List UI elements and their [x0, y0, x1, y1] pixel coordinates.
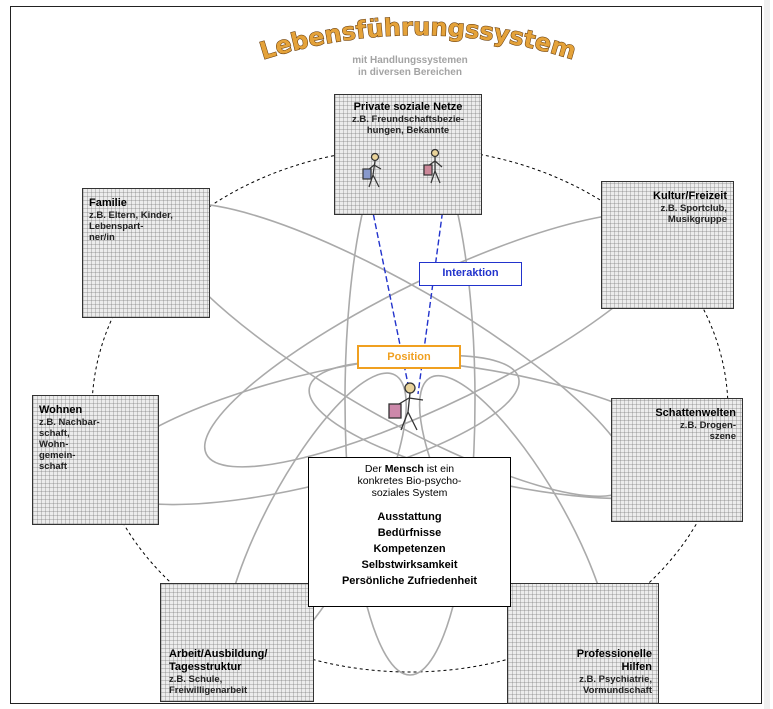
box-sub: z.B. Psychiatrie, Vormundschaft	[579, 674, 652, 696]
box-kultur-freizeit: Kultur/Freizeit z.B. Sportclub, Musikgru…	[601, 181, 734, 309]
box-sub: z.B. Freundschaftsbezie- hungen, Bekannt…	[352, 114, 464, 136]
intro-bold: Mensch	[384, 463, 424, 475]
box-sub: z.B. Nachbar- schaft, Wohn- gemein- scha…	[39, 417, 100, 472]
center-intro: Der Mensch ist ein konkretes Bio-psycho-…	[309, 463, 510, 499]
box-schattenwelten: Schattenwelten z.B. Drogen- szene	[611, 398, 743, 522]
interaktion-label: Interaktion	[419, 262, 522, 286]
box-wohnen: Wohnen z.B. Nachbar- schaft, Wohn- gemei…	[32, 395, 159, 525]
subtitle-line-1: mit Handlungssystemen	[352, 55, 468, 66]
box-familie: Familie z.B. Eltern, Kinder, Lebenspart-…	[82, 188, 210, 318]
center-box-mensch: Der Mensch ist ein konkretes Bio-psycho-…	[308, 457, 511, 607]
box-heading: Wohnen	[39, 404, 83, 416]
center-list: Ausstattung Bedürfnisse Kompetenzen Selb…	[309, 509, 510, 589]
position-label: Position	[357, 345, 461, 369]
center-item: Persönliche Zufriedenheit	[341, 575, 478, 587]
box-heading: Professionelle Hilfen	[576, 648, 652, 673]
box-heading: Familie	[89, 197, 127, 209]
box-professionelle-hilfen: Professionelle Hilfen z.B. Psychiatrie, …	[507, 583, 659, 704]
center-item: Selbstwirksamkeit	[361, 559, 458, 571]
subtitle: mit Handlungssystemen in diversen Bereic…	[300, 55, 520, 79]
person-center-icon	[388, 382, 424, 431]
box-heading: Kultur/Freizeit	[653, 190, 727, 202]
box-sub: z.B. Eltern, Kinder, Lebenspart- ner/in	[89, 210, 173, 243]
box-arbeit-ausbildung: Arbeit/Ausbildung/ Tagesstruktur z.B. Sc…	[160, 583, 314, 702]
center-item: Bedürfnisse	[377, 527, 442, 539]
person-icon	[423, 148, 443, 184]
intro-pre: Der	[364, 463, 385, 475]
intro-post: ist ein konkretes Bio-psycho- soziales S…	[357, 463, 462, 499]
box-heading: Arbeit/Ausbildung/ Tagesstruktur	[169, 648, 268, 673]
box-sub: z.B. Drogen- szene	[680, 420, 736, 442]
diagram-frame	[10, 6, 762, 704]
box-heading: Schattenwelten	[655, 407, 736, 419]
center-item: Kompetenzen	[373, 543, 446, 555]
box-sub: z.B. Schule, Freiwilligenarbeit	[169, 674, 248, 696]
person-icon	[362, 152, 382, 188]
subtitle-line-2: in diversen Bereichen	[358, 67, 462, 78]
people-figures	[362, 148, 443, 188]
box-heading: Private soziale Netze	[353, 101, 463, 113]
box-sub: z.B. Sportclub, Musikgruppe	[660, 203, 728, 225]
center-item: Ausstattung	[377, 511, 442, 523]
box-private-social-networks: Private soziale Netze z.B. Freundschafts…	[334, 94, 482, 215]
page-edge	[764, 0, 770, 709]
